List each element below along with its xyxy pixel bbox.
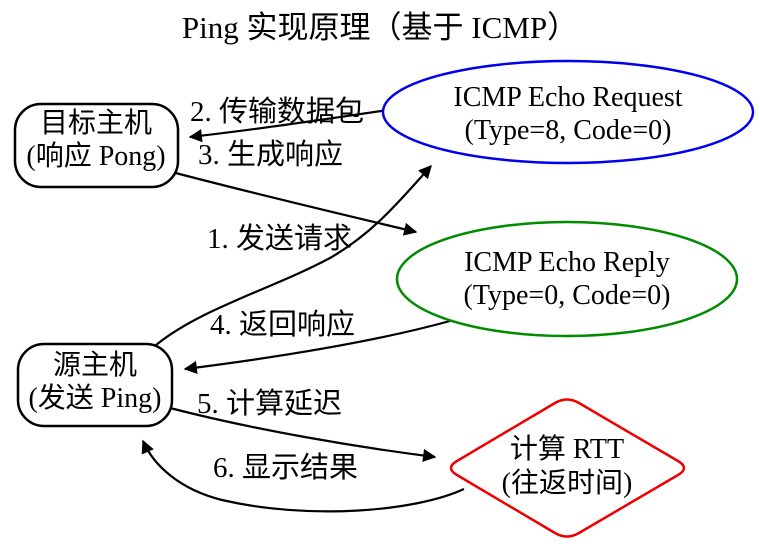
edge-step2-label: 2. 传输数据包 — [190, 95, 364, 128]
edge-step2-transmit-packet-arrow — [188, 108, 389, 143]
node-echo-reply: ICMP Echo Reply (Type=0, Code=0) — [395, 220, 739, 338]
source-host-line1: 源主机 — [53, 349, 137, 381]
edge-step1-send-request-arrow — [155, 165, 432, 346]
target-host-box — [13, 102, 180, 189]
echo-request-line1: ICMP Echo Request — [453, 82, 682, 113]
edge-step6-label: 6. 显示结果 — [213, 451, 358, 484]
echo-reply-ellipse — [395, 220, 739, 338]
calc-rtt-line2: (往返时间) — [502, 467, 633, 499]
edge-step5-calc-delay-arrow — [169, 406, 437, 463]
edge-step3-generate-response-arrow — [167, 169, 418, 236]
node-target-host: 目标主机 (响应 Pong) — [13, 102, 180, 189]
node-echo-request: ICMP Echo Request (Type=8, Code=0) — [381, 59, 755, 165]
edge-step3-label: 3. 生成响应 — [198, 138, 343, 171]
calc-rtt-diamond — [449, 398, 686, 538]
echo-reply-line1: ICMP Echo Reply — [464, 247, 670, 278]
edge-step4-return-response-arrow — [183, 319, 451, 375]
source-host-box — [16, 342, 174, 428]
edge-step1-label: 1. 发送请求 — [207, 222, 352, 255]
edge-step6-show-result-arrow — [141, 439, 465, 513]
source-host-line2: (发送 Ping) — [28, 382, 161, 414]
echo-request-line2: (Type=8, Code=0) — [465, 115, 672, 146]
echo-reply-line2: (Type=0, Code=0) — [464, 280, 671, 311]
edge-step5-label: 5. 计算延迟 — [197, 387, 342, 420]
diagram-title: Ping 实现原理（基于 ICMP） — [182, 10, 578, 45]
calc-rtt-line1: 计算 RTT — [510, 433, 624, 465]
target-host-line2: (响应 Pong) — [26, 140, 165, 172]
node-calc-rtt: 计算 RTT (往返时间) — [449, 398, 686, 538]
echo-request-ellipse — [381, 59, 755, 165]
edges-group: 1. 发送请求 2. 传输数据包 3. 生成响应 4. 返回响应 5. 计算延迟… — [141, 95, 465, 513]
node-source-host: 源主机 (发送 Ping) — [16, 342, 174, 428]
edge-step4-label: 4. 返回响应 — [210, 308, 355, 341]
target-host-line1: 目标主机 — [40, 107, 152, 139]
